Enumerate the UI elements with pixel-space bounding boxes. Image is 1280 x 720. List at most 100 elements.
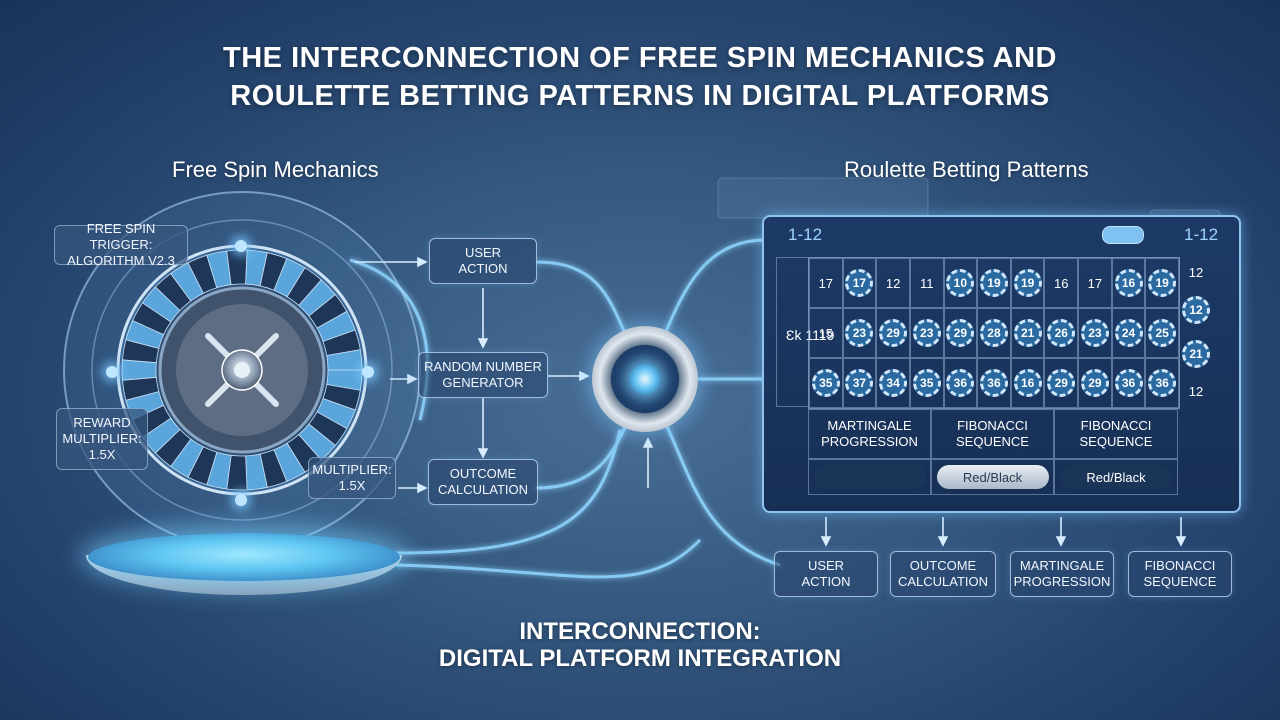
bet-pill-empty[interactable] — [813, 465, 926, 489]
grid-cell[interactable]: 28 — [977, 308, 1011, 358]
grid-cell[interactable]: 36 — [1145, 358, 1179, 408]
grid-cell[interactable]: 36 — [977, 358, 1011, 408]
grid-cell[interactable]: 23 — [1078, 308, 1112, 358]
chip: 16 — [1114, 269, 1143, 297]
grid-cell[interactable]: 29 — [943, 308, 978, 358]
cell-number: 15 — [818, 325, 834, 341]
chip: 12 — [1182, 296, 1210, 324]
chip: 17 — [845, 269, 874, 297]
grid-cell[interactable]: 16 — [1044, 258, 1079, 308]
grid-cell[interactable]: 21 — [1010, 308, 1045, 358]
free-spin-section-title: Free Spin Mechanics — [172, 157, 379, 182]
wheel-node — [106, 366, 118, 378]
grid-cell[interactable]: 19 — [1145, 258, 1179, 308]
chip: 19 — [979, 269, 1008, 297]
grid-cell[interactable]: 34 — [876, 358, 910, 408]
grid-cell[interactable]: 16 — [1111, 258, 1146, 308]
grid-cell[interactable]: 17 — [1078, 258, 1112, 308]
red-black-button[interactable]: Red/Black — [1060, 465, 1172, 489]
grid-cell[interactable]: 36 — [943, 358, 978, 408]
free-spin-trigger-label: FREE SPIN TRIGGER: ALGORITHM v2.3 — [54, 221, 188, 268]
grid-cell[interactable]: 29 — [1078, 358, 1112, 408]
bet-cell-fibonacci-2: Red/Black — [1054, 459, 1178, 495]
grid-cell[interactable]: 29 — [876, 308, 910, 358]
grid-cell[interactable]: 17 — [842, 258, 877, 308]
chip: 36 — [1114, 369, 1143, 397]
grid-cell[interactable]: 12 — [876, 258, 910, 308]
cell-number: 17 — [1087, 275, 1103, 291]
grid-cell[interactable]: 16 — [1010, 358, 1045, 408]
bet-cell-fibonacci-1: Red/Black — [931, 459, 1054, 495]
chip: 29 — [1080, 369, 1109, 397]
chip: 37 — [845, 369, 874, 397]
table-corner-label-left: 1-12 — [788, 225, 823, 244]
interconnection-title: INTERCONNECTION: — [519, 618, 761, 645]
grid-cell[interactable]: 15 — [809, 308, 843, 358]
cell-number: 17 — [818, 275, 834, 291]
red-black-button-selected[interactable]: Red/Black — [936, 465, 1049, 489]
table-corner-label-right: 1-12 — [1184, 225, 1219, 244]
chip: 19 — [1148, 269, 1177, 297]
grid-cell[interactable]: 23 — [909, 308, 944, 358]
wheel-node — [235, 494, 247, 506]
grid-cell[interactable]: 36 — [1111, 358, 1146, 408]
grid-cell[interactable]: 19 — [977, 258, 1011, 308]
chip: 36 — [979, 369, 1008, 397]
side-number: 12 — [1188, 265, 1204, 280]
chip: 34 — [879, 369, 908, 397]
chip: 35 — [811, 369, 840, 397]
chip: 36 — [1148, 369, 1177, 397]
wheel-node — [362, 366, 374, 378]
side-number: 12 — [1188, 384, 1204, 399]
grid-cell[interactable]: 17 — [809, 258, 843, 308]
grid-cell[interactable]: 24 — [1111, 308, 1146, 358]
cell-number: 12 — [885, 275, 901, 291]
page-title-line-1: THE INTERCONNECTION OF FREE SPIN MECHANI… — [223, 42, 1057, 74]
page-title-line-2: ROULETTE BETTING PATTERNS IN DIGITAL PLA… — [230, 80, 1050, 112]
chip: 16 — [1013, 369, 1042, 397]
cell-number: 11 — [919, 275, 934, 291]
chip: 35 — [912, 369, 941, 397]
chip: 25 — [1148, 319, 1177, 347]
chip: 36 — [946, 369, 975, 397]
grid-cell[interactable]: 37 — [842, 358, 877, 408]
roulette-wheel-icon — [63, 191, 421, 549]
table-strip-label: Ɛk 1119 — [786, 327, 835, 343]
grid-cell[interactable]: 25 — [1145, 308, 1179, 358]
grid-cell[interactable]: 29 — [1044, 358, 1079, 408]
grid-cell[interactable]: 19 — [1010, 258, 1045, 308]
chip: 26 — [1047, 319, 1076, 347]
table-side-column: 12 12 21 12 — [1178, 257, 1214, 407]
grid-cell[interactable]: 10 — [943, 258, 978, 308]
chip: 29 — [879, 319, 908, 347]
table-left-strip — [776, 257, 808, 407]
chip: 21 — [1182, 340, 1210, 368]
table-toggle[interactable] — [1102, 226, 1144, 244]
chip: 23 — [845, 319, 874, 347]
grid-cell[interactable]: 35 — [809, 358, 843, 408]
chip: 23 — [912, 319, 941, 347]
bet-cell-martingale — [808, 459, 931, 495]
integration-subtitle: DIGITAL PLATFORM INTEGRATION — [438, 645, 842, 672]
roulette-section-title: Roulette Betting Patterns — [844, 157, 1089, 182]
integration-hub-core — [629, 363, 661, 395]
chip: 28 — [979, 319, 1008, 347]
grid-cell[interactable]: 23 — [842, 308, 877, 358]
grid-cell[interactable]: 11 — [909, 258, 944, 308]
reward-multiplier-label: REWARD MULTIPLIER: 1.5x — [56, 408, 148, 470]
grid-cell[interactable]: 35 — [909, 358, 944, 408]
grid-cell[interactable]: 26 — [1044, 308, 1079, 358]
chip: 29 — [946, 319, 975, 347]
chip: 29 — [1047, 369, 1076, 397]
chip: 24 — [1114, 319, 1143, 347]
